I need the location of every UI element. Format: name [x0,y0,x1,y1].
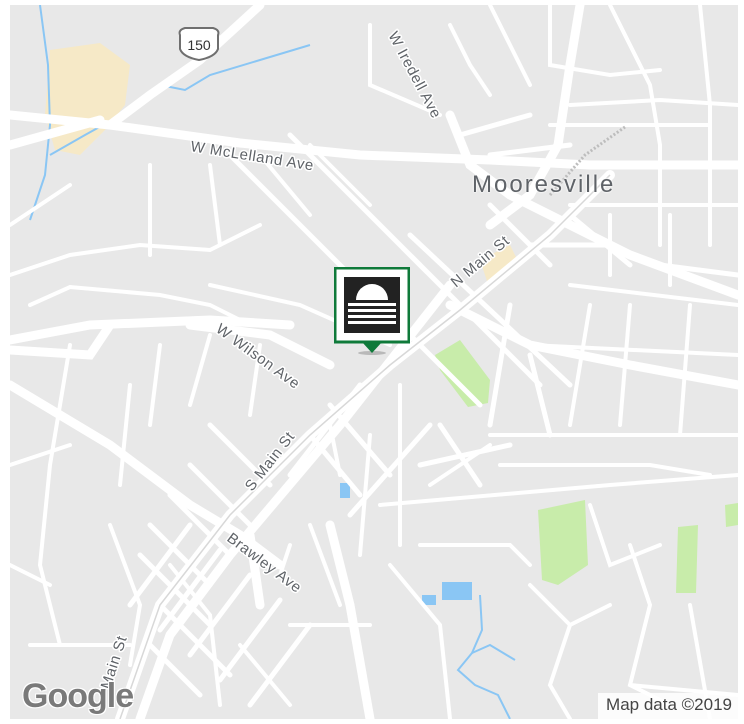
park-downtown [435,340,490,407]
map-attribution[interactable]: Map data ©2019 [598,693,738,719]
google-logo: Google [22,677,134,715]
minor-roads [10,5,738,719]
railroad [548,125,626,196]
park-far-east [676,525,698,593]
park-east [538,500,588,585]
map-base: 150 W Iredell Ave W McLelland Ave N Main… [10,5,738,719]
highway-shield-number: 150 [187,37,211,53]
urban-area [45,43,130,155]
street-label-brawley: Brawley Ave [224,530,305,597]
main-street-centerline [119,174,611,719]
city-label: Mooresville [472,171,616,198]
sunset-logo-icon [334,267,410,355]
park-edge [725,503,738,527]
street-label-w-iredell: W Iredell Ave [384,29,444,122]
water-bodies [340,483,472,605]
map-canvas[interactable]: 150 W Iredell Ave W McLelland Ave N Main… [10,5,738,719]
highway-shield: 150 [178,27,220,62]
streams [29,5,516,719]
map-marker[interactable] [334,267,410,355]
